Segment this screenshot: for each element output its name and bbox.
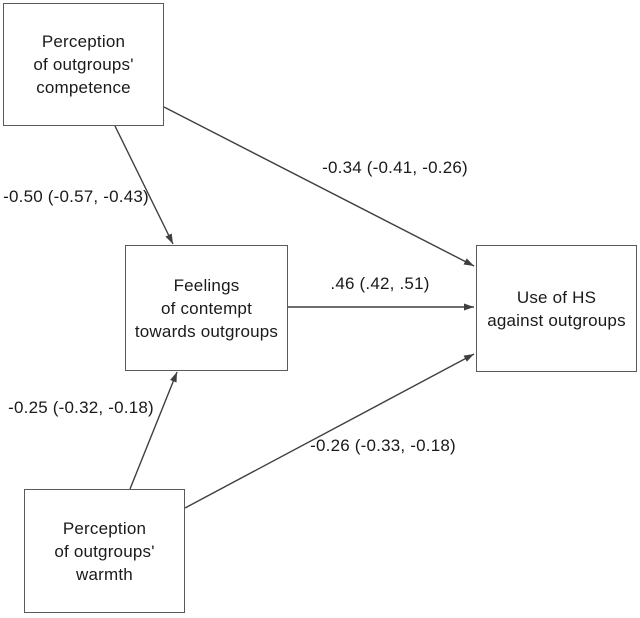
node-use-of-hs: Use of HS against outgroups xyxy=(476,245,637,372)
node-label-line: towards outgroups xyxy=(134,321,279,341)
path-coefficient-warmth-hs: -0.26 (-0.33, -0.18) xyxy=(310,436,456,455)
node-label-line: of contempt xyxy=(160,298,253,318)
path-coefficient-warmth-contempt: -0.25 (-0.32, -0.18) xyxy=(8,398,154,417)
arrow-warmth-to-contempt xyxy=(129,371,178,490)
node-label-line: of outgroups' xyxy=(54,541,155,561)
node-label-line: competence xyxy=(36,78,131,97)
node-perception-outgroups-warmth: Perception of outgroups' warmth xyxy=(24,489,185,613)
arrow-warmth-to-hs xyxy=(184,353,475,509)
path-coefficient-competence-contempt: -0.50 (-0.57, -0.43) xyxy=(3,187,149,206)
node-perception-outgroups-competence: Perception of outgroups' competence xyxy=(3,3,164,126)
node-label-line: Feelings xyxy=(173,275,240,295)
path-coefficient-competence-hs: -0.34 (-0.41, -0.26) xyxy=(322,158,468,177)
arrow-competence-to-hs xyxy=(163,106,475,267)
node-label-line: warmth xyxy=(76,564,133,584)
arrow-competence-to-contempt xyxy=(114,125,174,245)
node-label-line: against outgroups xyxy=(487,310,626,330)
path-coefficient-contempt-hs: .46 (.42, .51) xyxy=(330,274,430,293)
node-feelings-of-contempt: Feelings of contempt towards outgroups xyxy=(125,245,288,371)
node-label-line: Use of HS xyxy=(516,287,597,307)
node-label-line: of outgroups' xyxy=(33,55,134,74)
node-label-line: Perception xyxy=(62,518,147,538)
node-label-line: Perception xyxy=(41,32,126,51)
